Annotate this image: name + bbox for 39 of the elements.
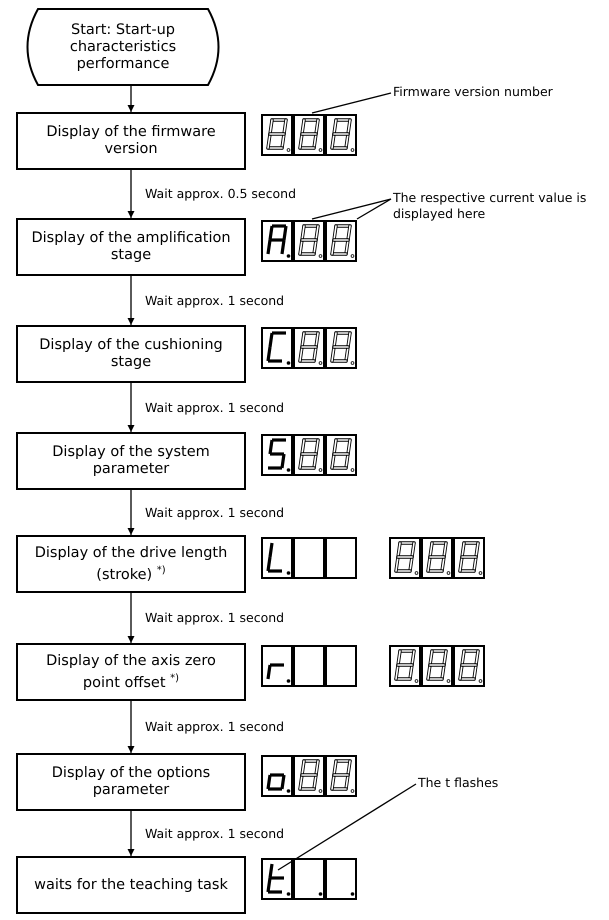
process-box [16, 218, 246, 276]
callout-text: The respective current value is displayed here [393, 190, 605, 224]
edge-label: Wait approx. 1 second [145, 719, 284, 734]
callout-text: Firmware version number [393, 84, 603, 102]
edge-label: Wait approx. 1 second [145, 292, 284, 308]
arrow [128, 490, 134, 535]
leader-line [312, 198, 392, 220]
box-text: waits for the teaching task [33, 876, 229, 894]
edge-label: Wait approx. 1 second [145, 610, 284, 625]
leader-line [312, 92, 392, 114]
box-text: Display of the options parameter [50, 765, 212, 799]
arrow [128, 593, 134, 643]
arrow [128, 383, 134, 432]
edge-label: Wait approx. 1 second [145, 504, 284, 520]
box-text: Display of the firmware version [45, 124, 217, 158]
process-box [16, 112, 246, 170]
process-box [16, 325, 246, 383]
edge-label: Wait approx. 0.5 second [145, 186, 296, 201]
box-text: Display of the drive length (stroke) $^{*)}$ [34, 544, 228, 584]
edge-label: Wait approx. 1 second [145, 400, 284, 414]
arrow [128, 701, 134, 753]
box-text: Display of the amplification stage [30, 230, 232, 264]
terminal-text: Start: Start-up characteristics performance [68, 22, 178, 72]
arrow [128, 170, 134, 218]
arrow [128, 276, 134, 325]
leader-line [356, 198, 392, 220]
process-box [16, 535, 246, 593]
process-box [16, 856, 246, 914]
arrow [128, 811, 134, 856]
process-box [16, 432, 246, 490]
arrow [128, 86, 134, 112]
box-text: Display of the system parameter [51, 444, 211, 478]
process-box [16, 753, 246, 811]
callout-text: The t flashes [418, 775, 538, 793]
leader-line [278, 783, 416, 871]
box-text: Display of the cushioning stage [38, 337, 224, 371]
edge-label: Wait approx. 1 second [145, 826, 284, 840]
process-box [16, 643, 246, 701]
box-text: Display of the axis zero point offset $^{*)}$ [45, 652, 217, 692]
